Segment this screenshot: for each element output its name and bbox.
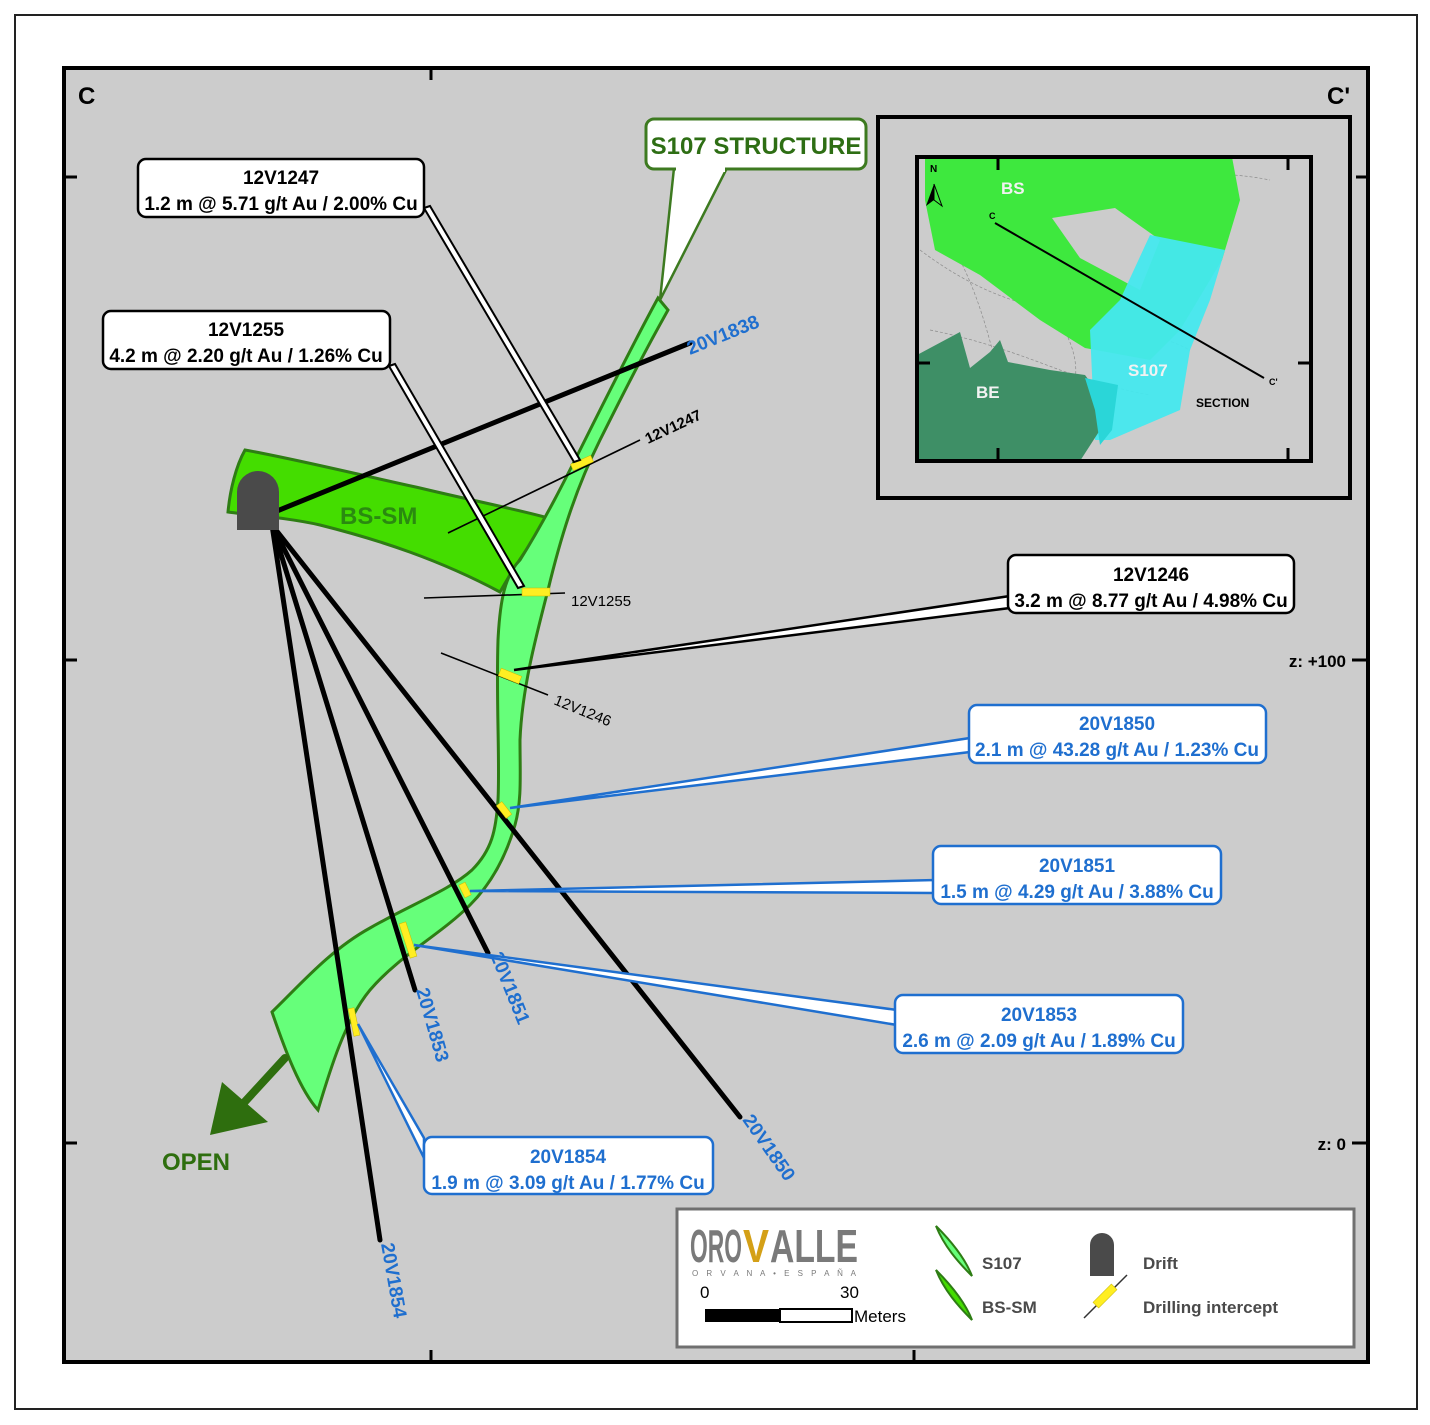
scale-start: 0: [700, 1283, 709, 1302]
drilling-intercepts: [347, 454, 594, 1037]
logo-subtitle: O R V A N A • E S P A Ñ A: [692, 1269, 857, 1278]
callout-12V1255: 12V1255 4.2 m @ 2.20 g/t Au / 1.26% Cu: [101, 309, 392, 371]
open-label: OPEN: [162, 1149, 230, 1176]
intercept-20V1851: [458, 881, 472, 899]
hole-trace-20V1838: [269, 340, 693, 516]
callout-title: 20V1854: [530, 1147, 607, 1168]
elevation-label-z0: z: 0: [1318, 1135, 1346, 1154]
hole-trace-20V1850: [269, 522, 743, 1120]
inset-s107-label: S107: [1128, 361, 1168, 380]
section-end-label: C': [1327, 83, 1350, 110]
open-arrow-shaft: [236, 1054, 289, 1111]
callout-join: [676, 162, 725, 172]
inset-be-label: BE: [976, 383, 1000, 402]
legend-bs-sm-swatch-icon: [935, 1269, 973, 1321]
intercept-20V1853: [398, 921, 418, 959]
s107-structure-callout: S107 STRUCTURE: [644, 117, 868, 301]
hole-trace-12V1246: [440, 652, 549, 696]
callout-title: 20V1853: [1001, 1005, 1077, 1026]
legend-drift-icon: [1090, 1233, 1114, 1276]
scale-bar: [705, 1308, 853, 1323]
intercept-20V1854: [347, 1007, 361, 1037]
callout-box: [422, 1135, 715, 1196]
inset-bs-label: BS: [1001, 179, 1025, 198]
legend: ORO V ALLE O R V A N A • E S P A Ñ A 0 3…: [675, 1207, 1356, 1349]
elevation-label-z100: z: +100: [1289, 652, 1346, 671]
callout-result: 3.2 m @ 8.77 g/t Au / 4.98% Cu: [1014, 591, 1287, 612]
callout-result: 1.9 m @ 3.09 g/t Au / 1.77% Cu: [431, 1173, 704, 1194]
callout-title: 20V1851: [1039, 856, 1116, 877]
scale-end: 30: [840, 1283, 859, 1302]
callout-box: [1006, 553, 1296, 615]
callout-result: 2.1 m @ 43.28 g/t Au / 1.23% Cu: [975, 740, 1259, 761]
callout-box: [967, 703, 1268, 765]
callout-box: [931, 844, 1223, 906]
callout-20V1851: 20V1851 1.5 m @ 4.29 g/t Au / 3.88% Cu: [931, 844, 1223, 906]
callout-12V1247: 12V1247 1.2 m @ 5.71 g/t Au / 2.00% Cu: [136, 157, 426, 219]
inset-inner-frame: [915, 155, 1313, 463]
legend-bs-sm-label: BS-SM: [982, 1298, 1037, 1317]
hole-trace-20V1853: [269, 522, 418, 993]
callout-leaders-new: [356, 736, 972, 1159]
hole-trace-20V1854: [269, 522, 383, 1243]
callout-result: 4.2 m @ 2.20 g/t Au / 1.26% Cu: [109, 346, 382, 367]
callout-result: 1.5 m @ 4.29 g/t Au / 3.88% Cu: [940, 882, 1213, 903]
callout-box: [101, 309, 392, 371]
legend-drift-label: Drift: [1143, 1254, 1178, 1273]
callout-12V1246: 12V1246 3.2 m @ 8.77 g/t Au / 4.98% Cu: [1006, 553, 1296, 615]
inset-s107-zone: [1090, 235, 1225, 440]
callout-20V1853: 20V1853 2.6 m @ 2.09 g/t Au / 1.89% Cu: [893, 993, 1185, 1055]
callout-20V1850: 20V1850 2.1 m @ 43.28 g/t Au / 1.23% Cu: [967, 703, 1268, 765]
inset-north-label: N: [930, 164, 937, 175]
open-arrow: [210, 1054, 289, 1135]
legend-intercept-icon: [1083, 1274, 1128, 1319]
new-hole-traces: [269, 340, 743, 1243]
callout-title: 12V1247: [243, 168, 319, 189]
callout-title: 12V1246: [1113, 565, 1189, 586]
callout-title: 12V1255: [208, 320, 285, 341]
open-arrow-head: [210, 1082, 268, 1135]
drift-icon: [237, 471, 279, 530]
frame-ticks: [64, 68, 1368, 1362]
intercept-20V1850: [495, 801, 513, 819]
leader-12V1247: [422, 204, 582, 464]
inset-map: N BS BE S107 C C' SECTION: [876, 115, 1352, 500]
intercept-12V1246: [497, 667, 523, 685]
legend-intercept-label: Drilling intercept: [1143, 1298, 1278, 1317]
logo-text-right: ALLE: [770, 1220, 858, 1272]
callout-result: 2.6 m @ 2.09 g/t Au / 1.89% Cu: [902, 1031, 1175, 1052]
callout-20V1854: 20V1854 1.9 m @ 3.09 g/t Au / 1.77% Cu: [422, 1135, 715, 1196]
inset-s107-overlap: [1085, 378, 1118, 445]
legend-s107-label: S107: [982, 1254, 1022, 1273]
hole-label-12V1255: 12V1255: [571, 593, 631, 610]
logo-text-left: ORO: [690, 1220, 742, 1272]
section-start-label: C: [78, 83, 95, 110]
inset-bs-gap: [1052, 208, 1160, 290]
callout-box: [136, 157, 426, 219]
inset-be-zone: [917, 332, 1100, 461]
north-arrow-icon: [926, 183, 944, 208]
inset-ticks: [917, 157, 1311, 461]
hole-trace-20V1851: [269, 522, 491, 956]
orovalle-logo: ORO V ALLE O R V A N A • E S P A Ñ A: [690, 1220, 858, 1278]
callout-title: 20V1850: [1079, 714, 1155, 735]
scale-unit: Meters: [854, 1307, 906, 1326]
s107-zone: [270, 295, 670, 1113]
inset-section-label: SECTION: [1196, 396, 1249, 410]
inset-section-end: C': [1269, 377, 1278, 387]
callout-result: 1.2 m @ 5.71 g/t Au / 2.00% Cu: [144, 194, 417, 215]
intercept-12V1255: [521, 587, 551, 597]
callout-leaders-historic: [387, 204, 1012, 672]
inset-section-line: [994, 222, 1265, 379]
legend-box: [675, 1207, 1356, 1349]
inset-section-start: C: [989, 211, 996, 221]
logo-text-accent: V: [743, 1220, 769, 1272]
leader-12V1255: [387, 362, 526, 590]
legend-s107-swatch-icon: [935, 1225, 973, 1277]
bs-sm-zone-label: BS-SM: [340, 503, 417, 530]
callout-box: [644, 117, 868, 171]
s107-structure-label: S107 STRUCTURE: [651, 133, 862, 160]
callout-box: [893, 993, 1185, 1055]
